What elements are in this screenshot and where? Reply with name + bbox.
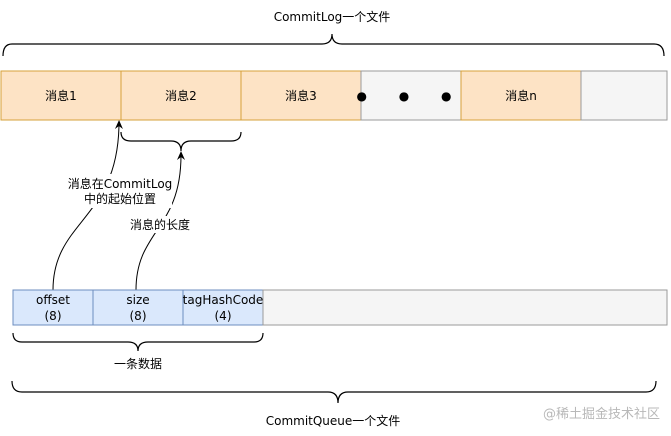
commitqueue-brace (11, 380, 657, 404)
commitqueue-cell-empty (262, 289, 668, 326)
start-position-label-bg (66, 174, 172, 208)
cell-box (92, 289, 184, 326)
commitlog-cell-msg2: 消息2 (120, 70, 242, 121)
cell-label: 消息1 (45, 88, 77, 103)
cell-name: size (126, 293, 149, 307)
cell-name: offset (36, 293, 70, 307)
message-length-brace (120, 131, 242, 152)
commitqueue-cell-size: size (8) (92, 289, 184, 326)
offset-arrow (52, 120, 123, 291)
cell-box (240, 70, 362, 121)
cell-label: 消息3 (285, 88, 317, 103)
commitlog-cell-ellipsis: ● ● ● (356, 70, 465, 121)
commitqueue-title: CommitQueue一个文件 (266, 413, 401, 428)
cell-label: 消息n (505, 88, 537, 103)
commitlog-brace (2, 33, 665, 57)
cell-box (460, 70, 582, 121)
cell-box (580, 70, 668, 121)
cell-size: (8) (45, 309, 62, 323)
cell-label: 消息2 (165, 88, 197, 103)
cell-box (12, 289, 94, 326)
commitlog-title: CommitLog一个文件 (274, 9, 391, 24)
commitqueue-row: offset (8) size (8) tagHashCode (4) (12, 289, 668, 326)
watermark: @稀土掘金技术社区 (543, 406, 660, 422)
start-position-label-line2: 中的起始位置 (84, 191, 156, 206)
commitlog-cell-msg3: 消息3 (240, 70, 362, 121)
cell-box (182, 289, 264, 326)
commitlog-cell-msg1: 消息1 (0, 70, 122, 121)
record-brace (12, 332, 264, 352)
commitqueue-cell-taghashcode: tagHashCode (4) (182, 289, 264, 326)
record-label: 一条数据 (114, 356, 162, 371)
cell-size: (8) (130, 309, 147, 323)
cell-box (120, 70, 242, 121)
start-position-label-line1: 消息在CommitLog (68, 176, 173, 191)
commitlog-cell-msgn: 消息n (460, 70, 582, 121)
cell-name: tagHashCode (183, 293, 264, 307)
cell-box (360, 70, 462, 121)
cell-box (262, 289, 668, 326)
commitlog-row: 消息1 消息2 消息3 ● ● ● 消息n (0, 70, 668, 121)
cell-label: ● ● ● (356, 89, 465, 103)
message-length-label: 消息的长度 (130, 217, 190, 232)
cell-box (0, 70, 122, 121)
commitqueue-cell-offset: offset (8) (12, 289, 94, 326)
cell-size: (4) (215, 309, 232, 323)
commitlog-cell-empty (580, 70, 668, 121)
message-length-label-bg (126, 216, 194, 233)
